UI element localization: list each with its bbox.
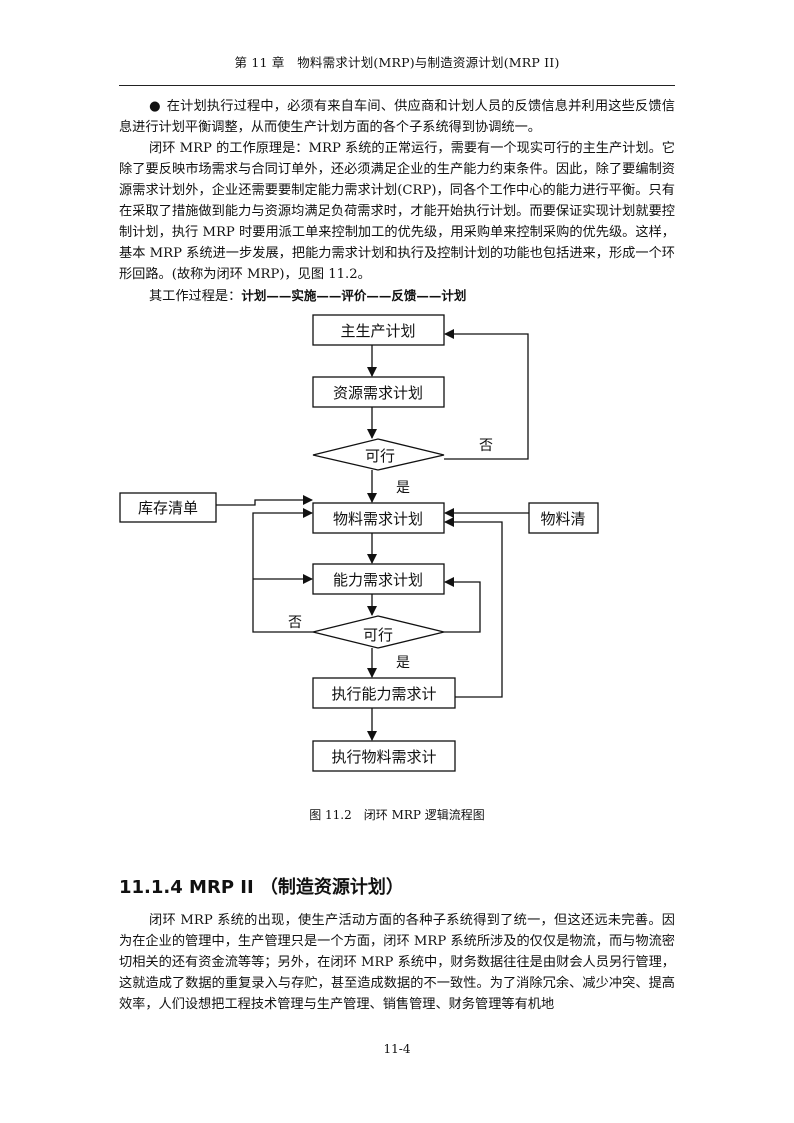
label-feasible-1: 可行 [365, 447, 395, 465]
bullet: ● [149, 99, 161, 114]
label-mrp: 物料需求计划 [333, 510, 423, 528]
label-inventory: 库存清单 [138, 499, 198, 517]
figure-caption: 图 11.2 闭环 MRP 逻辑流程图 [309, 808, 485, 822]
paragraph-feedback: ●在计划执行过程中，必须有来自车间、供应商和计划人员的反馈信息并利用这些反馈信息… [119, 96, 675, 138]
label-yes-2: 是 [396, 655, 410, 671]
flowchart: 主生产计划 资源需求计划 可行 库存清单 物料需求计划 物料清 能力需求计划 可… [119, 314, 599, 772]
box-inventory [119, 492, 217, 523]
label-bom: 物料清 [540, 510, 585, 528]
arrow-exec-to-mrp [444, 517, 503, 698]
box-exec-capacity [312, 677, 456, 709]
header-rule [119, 85, 675, 86]
paragraph-feedback-text: 在计划执行过程中，必须有来自车间、供应商和计划人员的反馈信息并利用这些反馈信息进… [119, 99, 675, 135]
label-resource-plan: 资源需求计划 [333, 384, 423, 402]
label-no-2: 否 [288, 615, 302, 631]
label-capacity-plan: 能力需求计划 [333, 571, 423, 589]
diamond-feasible-1 [312, 438, 445, 471]
paragraph-mrp2: 闭环 MRP 系统的出现，使生产活动方面的各种子系统得到了统一，但这还远未完善。… [119, 913, 675, 1012]
page-number: 11-4 [383, 1042, 411, 1056]
label-main-plan: 主生产计划 [340, 322, 415, 340]
arrow-feedback-to-main [444, 329, 529, 460]
paragraph-process: 其工作过程是：计划——实施——评价——反馈——计划 [149, 285, 649, 307]
process-steps: 计划——实施——评价——反馈——计划 [241, 288, 467, 303]
box-resource-plan [312, 376, 445, 408]
arrow-no-to-mrp [252, 508, 313, 633]
label-yes-1: 是 [396, 480, 410, 496]
running-header: 第 11 章 物料需求计划(MRP)与制造资源计划(MRP II) [234, 55, 560, 70]
box-bom [528, 502, 599, 534]
label-feasible-2: 可行 [363, 626, 393, 644]
arrow-inventory-to-mrp [216, 495, 313, 506]
paragraph-closed-loop: 闭环 MRP 的工作原理是：MRP 系统的正常运行，需要有一个现实可行的主生产计… [119, 141, 675, 282]
arrow-feasible-right-to-capacity [444, 577, 481, 633]
box-exec-material [312, 740, 456, 772]
label-no-1: 否 [479, 438, 493, 454]
process-prefix: 其工作过程是： [149, 289, 242, 304]
label-exec-capacity: 执行能力需求计 [331, 685, 436, 703]
label-exec-material: 执行物料需求计 [331, 748, 436, 766]
section-title: 11.1.4 MRP II （制造资源计划） [119, 877, 404, 898]
